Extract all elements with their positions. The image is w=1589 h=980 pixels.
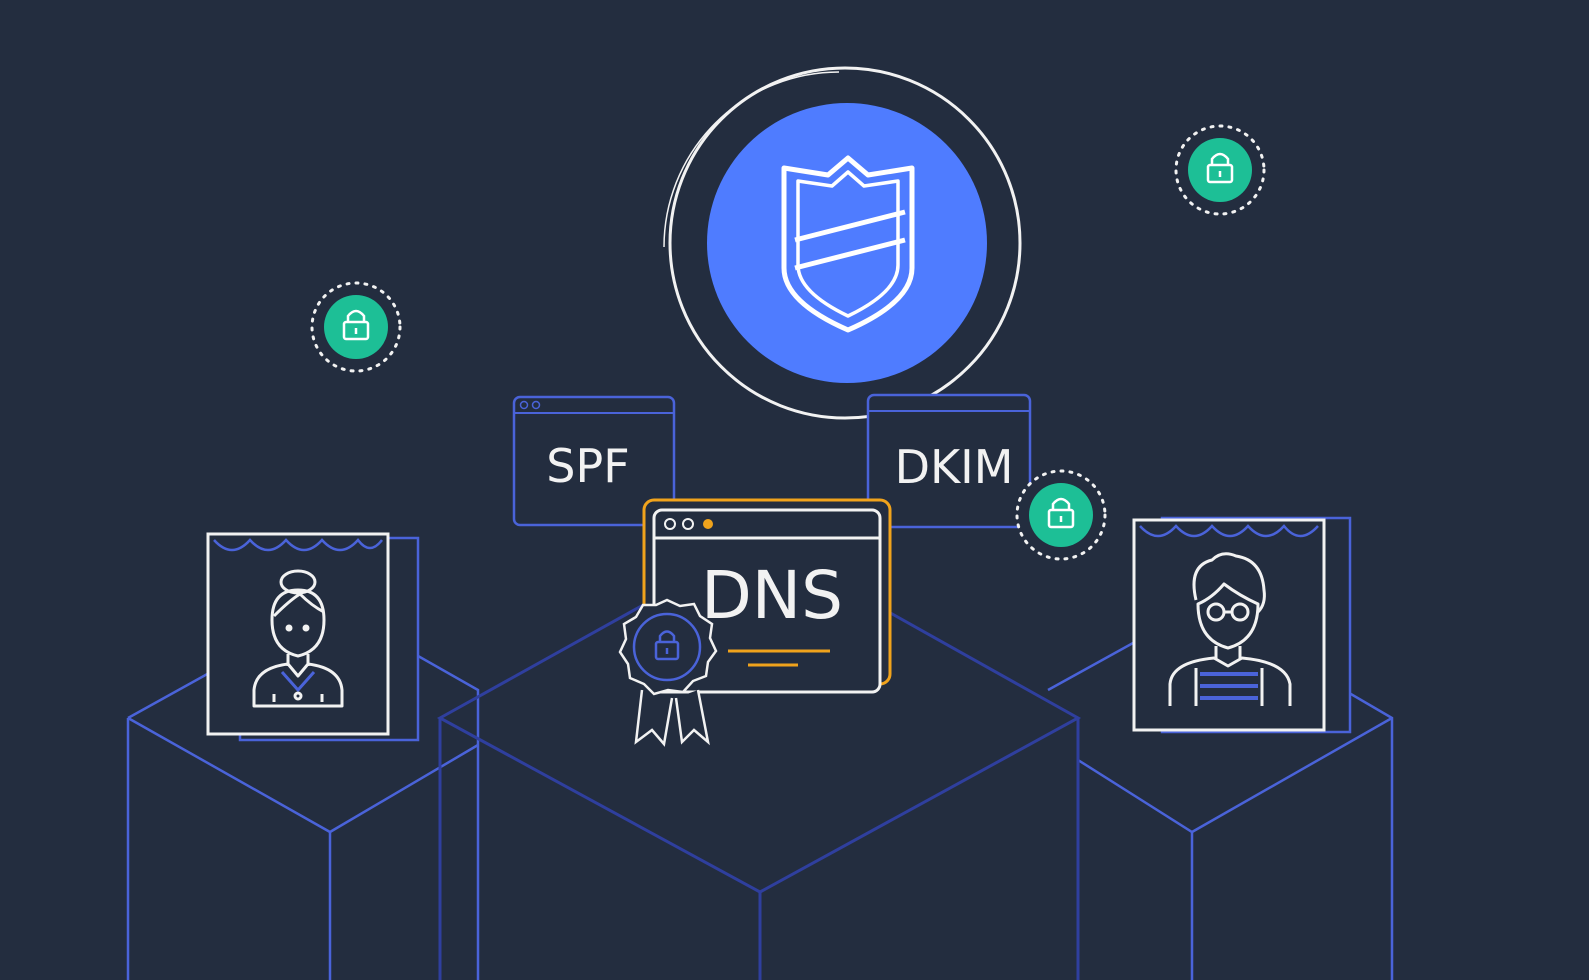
shield-badge	[663, 66, 1022, 420]
certificate-badge-icon	[618, 598, 718, 747]
lock-icon	[1206, 152, 1234, 184]
floating-lock-dkim	[1015, 469, 1107, 561]
lock-icon	[342, 309, 370, 341]
dkim-label: DKIM	[895, 440, 1014, 494]
dkim-record-window: DKIM	[866, 393, 1032, 529]
floating-lock-left	[310, 281, 402, 373]
spf-label: SPF	[546, 439, 629, 493]
lock-icon	[1047, 497, 1075, 529]
floating-lock-top-right	[1174, 124, 1266, 216]
female-user-icon	[252, 569, 344, 708]
shield-icon	[781, 155, 915, 333]
male-user-icon	[1168, 552, 1292, 706]
male-user-card	[1132, 516, 1352, 734]
dns-label: DNS	[701, 557, 843, 634]
spf-record-window: SPF	[512, 395, 676, 527]
lock-icon	[654, 630, 680, 661]
female-user-card	[206, 532, 420, 742]
